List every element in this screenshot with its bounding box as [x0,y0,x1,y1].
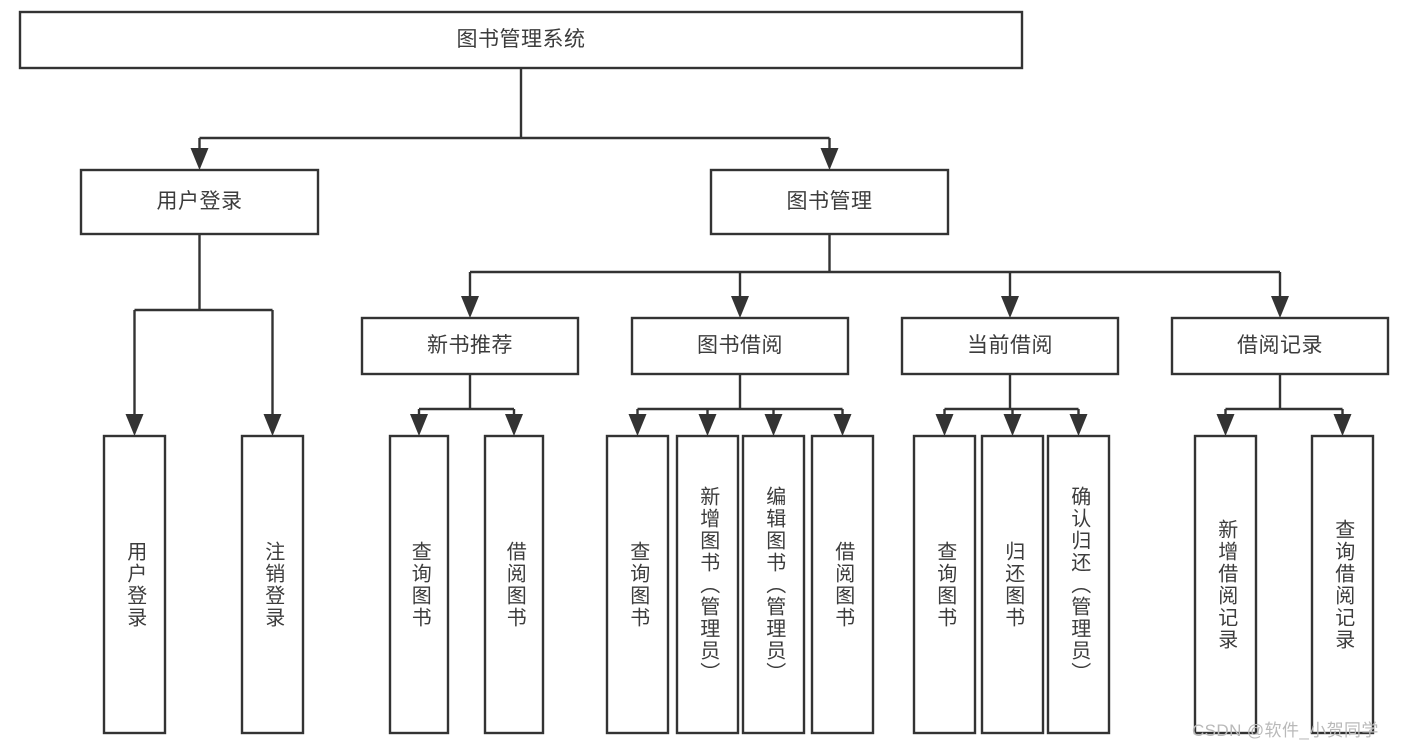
leaf-box-注销登录[interactable] [240,434,305,735]
level3-box-当前借阅[interactable] [900,316,1120,376]
level3-box-借阅记录[interactable] [1170,316,1390,376]
leaf-box-归还图书[interactable] [980,434,1045,735]
leaf-box-用户登录[interactable] [102,434,167,735]
arrow-head [731,296,749,318]
level3-box-图书借阅[interactable] [630,316,850,376]
leaf-box-查询图书[interactable] [388,434,450,735]
arrow-head [263,414,282,436]
root-box-图书管理系统[interactable] [18,10,1024,70]
leaf-box-新增图书管理员[interactable] [675,434,740,735]
leaf-box-借阅图书[interactable] [483,434,545,735]
arrow-head [820,148,839,170]
watermark-text: CSDN @软件_小贺同学 [1192,721,1379,740]
arrow-head [461,296,479,318]
leaf-box-查询借阅记录[interactable] [1310,434,1375,735]
connector-layer [125,68,1352,436]
arrow-head [1271,296,1289,318]
level2-box-用户登录[interactable] [79,168,320,236]
arrow-head [125,414,144,436]
arrow-head [698,414,717,436]
arrow-head [410,414,428,436]
level2-box-图书管理[interactable] [709,168,950,236]
arrow-head [505,414,523,436]
leaf-box-编辑图书管理员[interactable] [741,434,806,735]
arrow-head [1216,414,1235,436]
leaf-box-查询图书[interactable] [912,434,977,735]
level3-box-新书推荐[interactable] [360,316,580,376]
leaf-box-查询图书[interactable] [605,434,670,735]
arrow-head [1003,414,1022,436]
arrow-head [833,414,852,436]
leaf-box-借阅图书[interactable] [810,434,875,735]
leaf-box-新增借阅记录[interactable] [1193,434,1258,735]
arrow-head [1333,414,1352,436]
arrow-head [190,148,209,170]
arrow-head [1069,414,1088,436]
arrow-head [935,414,954,436]
arrow-head [764,414,783,436]
arrow-head [628,414,647,436]
arrow-head [1001,296,1019,318]
box-layer [18,10,1390,735]
leaf-box-确认归还管理员[interactable] [1046,434,1111,735]
